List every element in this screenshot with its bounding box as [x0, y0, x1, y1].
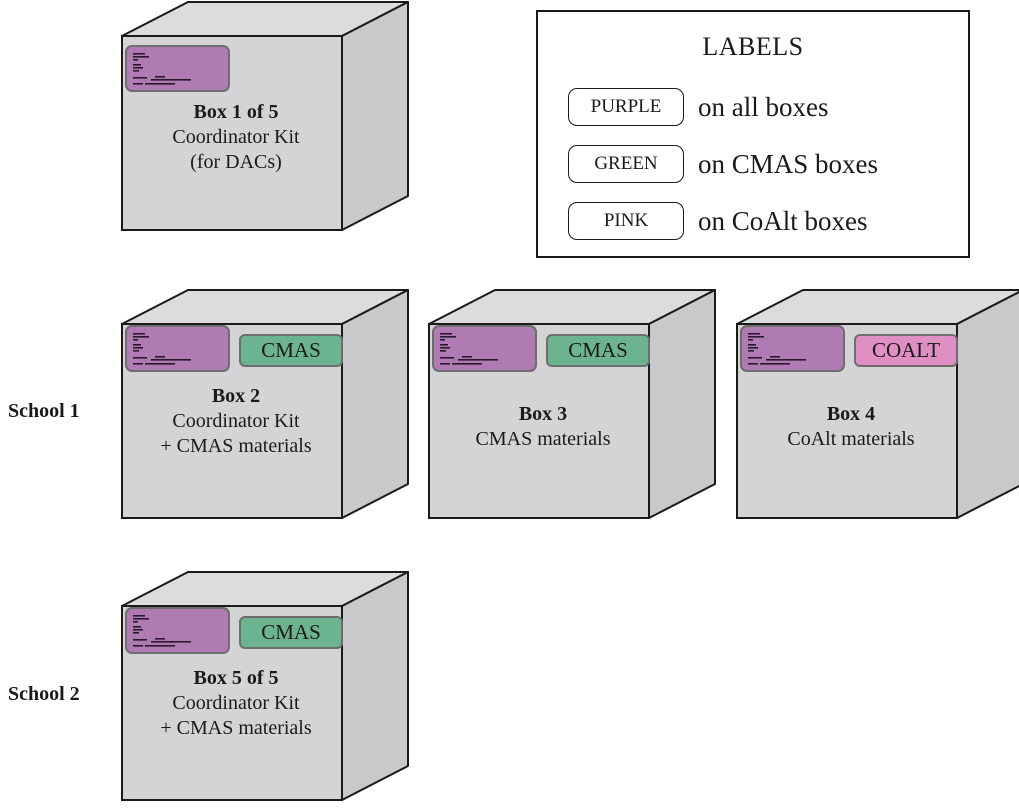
box-3-title: Box 3 — [518, 403, 568, 425]
box-front-face — [121, 323, 343, 519]
box-1-caption: Box 1 of 5 Coordinator Kit (for DACs) — [122, 100, 350, 175]
purple-shipping-label — [125, 325, 230, 372]
coalt-tag: COALT — [854, 334, 958, 367]
box-5-line1: Coordinator Kit — [172, 692, 300, 714]
purple-shipping-label — [740, 325, 845, 372]
box-2-title: Box 2 — [211, 385, 261, 407]
box-4-cube — [736, 289, 1019, 519]
school-1-label: School 1 — [8, 400, 80, 422]
label-print-marks — [440, 333, 498, 365]
box-3: CMAS Box 3 CMAS materials — [421, 288, 721, 519]
box-3-cube — [428, 289, 716, 519]
purple-shipping-label — [432, 325, 537, 372]
cmas-tag: CMAS — [239, 334, 343, 367]
purple-shipping-label — [125, 45, 230, 92]
legend-pill-pink: PINK — [568, 202, 684, 240]
legend-title: LABELS — [702, 32, 804, 61]
box-1-line1: Coordinator Kit — [172, 126, 300, 148]
label-print-marks — [748, 333, 806, 365]
box-side-face — [341, 289, 409, 519]
box-4-line1: CoAlt materials — [787, 428, 915, 450]
box-5: CMAS Box 5 of 5 Coordinator Kit + CMAS m… — [114, 570, 414, 801]
school-2-label: School 2 — [8, 683, 80, 705]
legend-text-purple: on all boxes — [698, 92, 829, 122]
box-4-title: Box 4 — [826, 403, 876, 425]
label-print-marks — [133, 615, 191, 647]
box-side-face — [341, 1, 409, 231]
box-2-cube — [121, 289, 409, 519]
box-5-title: Box 5 of 5 — [193, 667, 279, 689]
box-5-caption: Box 5 of 5 Coordinator Kit + CMAS materi… — [122, 666, 350, 741]
labels-legend: LABELS PURPLE on all boxes GREEN on CMAS… — [536, 10, 970, 258]
legend-text-pink: on CoAlt boxes — [698, 206, 868, 236]
box-side-face — [341, 571, 409, 801]
cmas-tag: CMAS — [546, 334, 650, 367]
legend-pill-green: GREEN — [568, 145, 684, 183]
cmas-tag: CMAS — [239, 616, 343, 649]
label-print-marks — [133, 333, 191, 365]
box-3-caption: Box 3 CMAS materials — [429, 402, 657, 452]
legend-text-green: on CMAS boxes — [698, 149, 879, 179]
box-side-face — [956, 290, 1019, 519]
box-side-face — [648, 289, 716, 519]
box-front-face — [428, 323, 650, 519]
legend-pill-purple: PURPLE — [568, 88, 684, 126]
box-2-line1: Coordinator Kit — [172, 410, 300, 432]
box-2: CMAS Box 2 Coordinator Kit + CMAS materi… — [114, 288, 414, 519]
box-1-title: Box 1 of 5 — [193, 101, 279, 123]
box-3-line1: CMAS materials — [475, 428, 611, 450]
box-1-line2: (for DACs) — [190, 151, 282, 173]
box-4: COALT Box 4 CoAlt materials — [729, 288, 1019, 519]
box-4-caption: Box 4 CoAlt materials — [737, 402, 965, 452]
box-2-caption: Box 2 Coordinator Kit + CMAS materials — [122, 384, 350, 459]
label-print-marks — [133, 53, 191, 85]
box-2-line2: + CMAS materials — [160, 435, 312, 457]
box-1: Box 1 of 5 Coordinator Kit (for DACs) — [114, 0, 414, 231]
box-5-line2: + CMAS materials — [160, 717, 312, 739]
box-5-cube — [121, 571, 409, 801]
box-front-face — [736, 323, 958, 519]
purple-shipping-label — [125, 607, 230, 654]
